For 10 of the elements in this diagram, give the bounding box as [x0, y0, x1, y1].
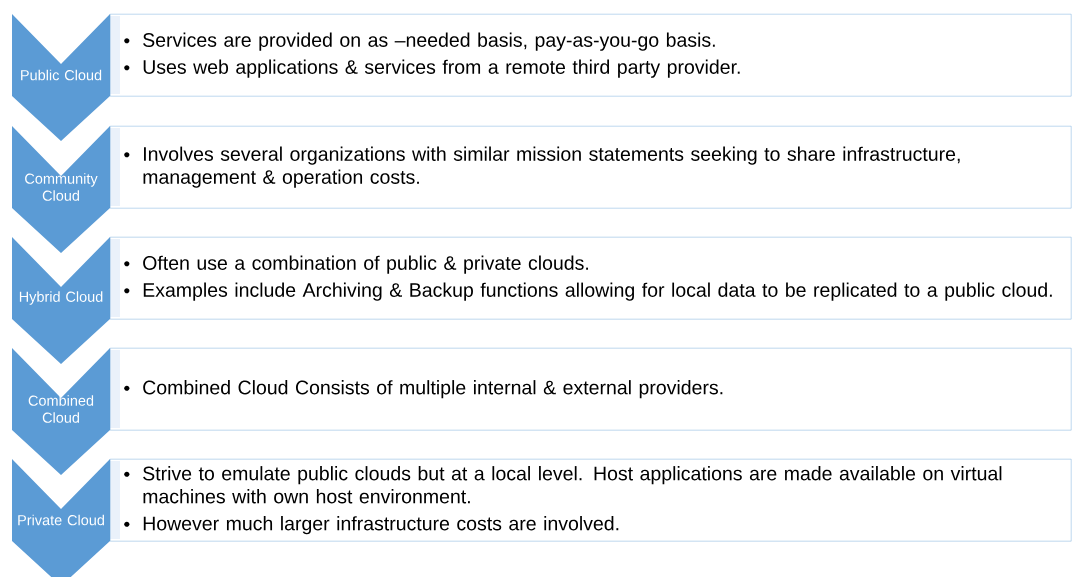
text-box: Services are provided on as –needed basis, pay-as-you-go basis. Uses web applications & services from a remote third party provider.	[110, 14, 1072, 97]
text-box: Combined Cloud Consists of multiple internal & external providers.	[110, 348, 1072, 431]
text-box: Involves several organizations with similar mission statements seeking to share infrastructure, management & operation costs.	[110, 126, 1072, 209]
pointed-banner: Combined Cloud	[12, 348, 110, 475]
pointed-banner: Hybrid Cloud	[12, 237, 110, 364]
text-box: Often use a combination of public & private clouds. Examples include Archiving & Backup functions allowing for local data to be replicated to a public cloud.	[110, 237, 1072, 320]
pointed-banner: Community Cloud	[12, 126, 110, 253]
pointed-banner: Private Cloud	[12, 459, 110, 577]
pointed-banner: Public Cloud	[12, 14, 110, 141]
text-box: Strive to emulate public clouds but at a local level. Host applications are made available on virtual machines with own host environment. However much larger infrastructure costs are involved.	[110, 459, 1072, 542]
